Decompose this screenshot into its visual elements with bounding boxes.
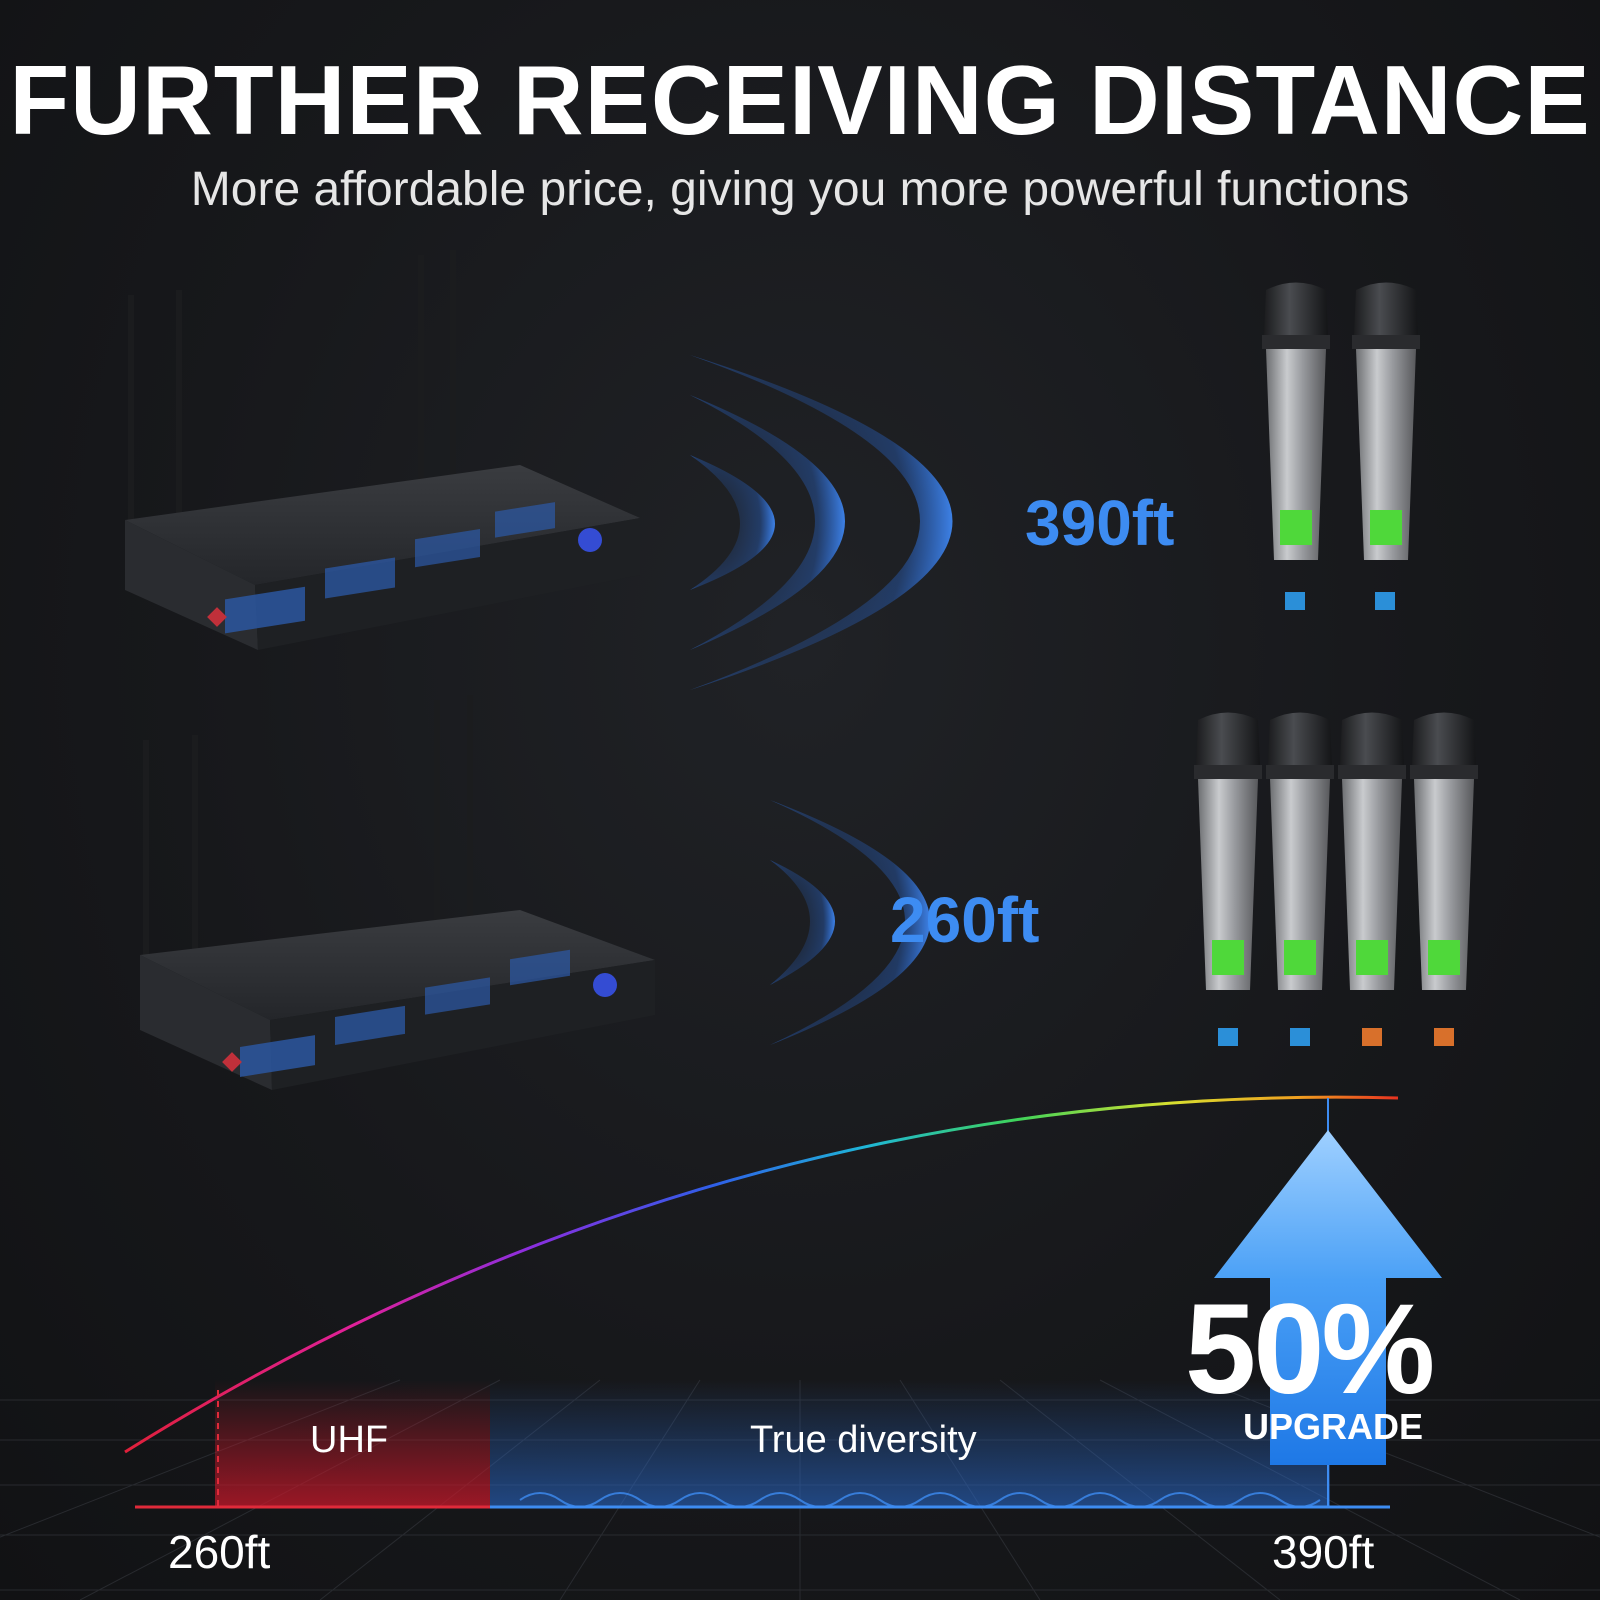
antenna [176,290,182,535]
range-curve [124,1095,1399,1454]
microphone-group-bottom [1194,712,1478,1046]
subheadline: More affordable price, giving you more p… [190,163,1410,216]
axis-label-end: 390ft [1272,1526,1375,1578]
receiver-unit-bottom [140,695,655,1090]
upgrade-percent: 50% [1185,1278,1435,1421]
antenna [434,700,440,930]
antenna [192,735,198,980]
antenna [143,740,149,985]
antenna [128,295,134,540]
headline: FURTHER RECEIVING DISTANCE [9,45,1591,155]
uhf-zone [215,1380,490,1507]
microphone-group-top [1262,282,1420,610]
axis-label-start: 260ft [168,1526,271,1578]
signal-wave-top [690,355,953,690]
handheld-microphone-icon [1338,712,1406,1046]
diversity-zone [490,1380,1330,1507]
range-label-bottom: 260ft [890,884,1040,956]
tier-label-true-diversity: True diversity [750,1419,977,1461]
handheld-microphone-icon [1194,712,1262,1046]
range-label-top: 390ft [1025,487,1175,559]
antenna [450,250,456,480]
handheld-microphone-icon [1352,282,1420,610]
diversity-wave [519,1492,1321,1508]
handheld-microphone-icon [1262,282,1330,610]
signal-wave-bottom [770,800,930,1045]
antenna [467,695,473,925]
upgrade-arrow-icon [1214,1130,1442,1465]
handheld-microphone-icon [1410,712,1478,1046]
receiver-unit-top [125,250,640,650]
antenna [418,255,424,485]
upgrade-word: UPGRADE [1243,1406,1424,1447]
tier-label-uhf: UHF [310,1419,389,1461]
handheld-microphone-icon [1266,712,1334,1046]
